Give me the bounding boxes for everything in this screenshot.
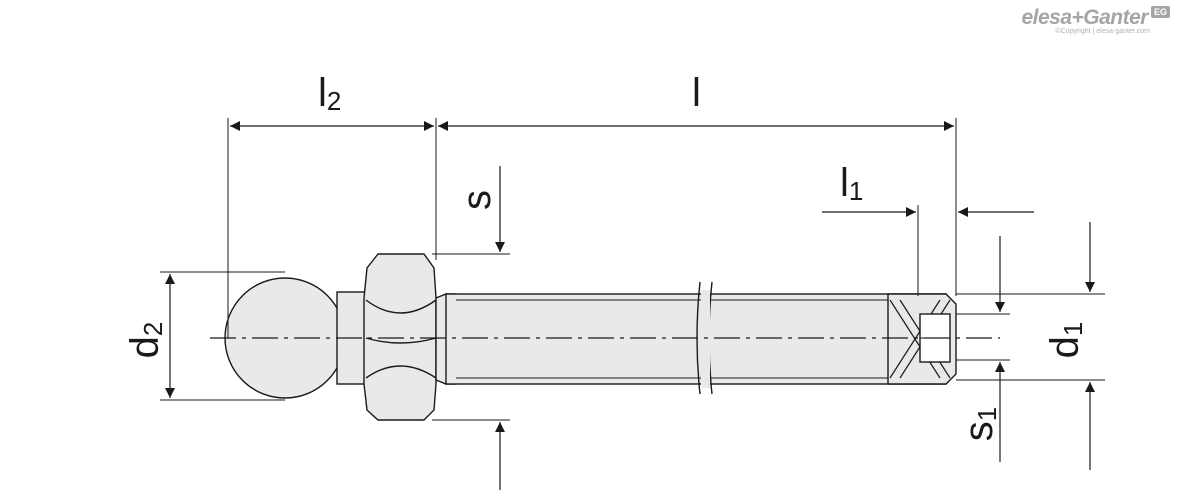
brand-name: elesa+Ganter	[1021, 6, 1148, 29]
brand-badge: EG	[1150, 6, 1170, 18]
label-l2: l2	[318, 71, 341, 116]
brand-copyright: ©Copyright | elesa-ganter.com	[1055, 28, 1150, 35]
knurl-pattern	[889, 299, 951, 379]
label-l: l	[692, 71, 701, 115]
label-s1: s1	[957, 407, 1002, 441]
label-d1: d1	[1043, 322, 1088, 359]
label-s: s	[455, 190, 499, 210]
dimension-lines	[165, 121, 1095, 490]
extension-lines	[160, 118, 1105, 421]
threaded-shaft	[445, 293, 947, 385]
label-l1: l1	[840, 161, 863, 206]
hex-nut	[363, 253, 437, 421]
label-d2: d2	[123, 322, 168, 359]
leveling-element-part	[224, 253, 957, 421]
